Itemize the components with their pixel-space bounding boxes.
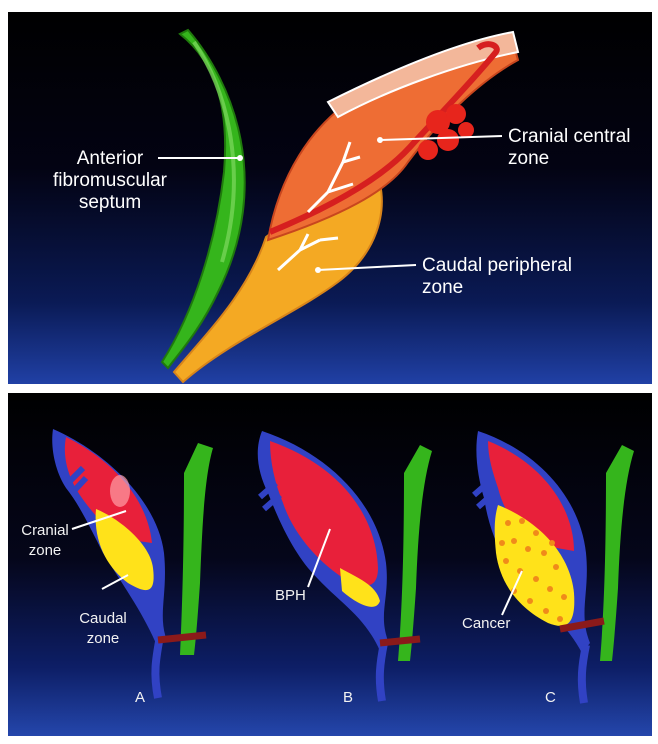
urethra-b [380, 643, 384, 701]
diagram-c [474, 431, 634, 703]
urethra-a [155, 636, 160, 698]
sphincter-a [158, 635, 206, 640]
septum-b [398, 445, 432, 661]
sphincter-b [380, 639, 420, 643]
label-cranial-zone: Cranial zone [14, 521, 76, 561]
panel-letter-a: A [135, 688, 145, 708]
label-cranial-central-zone: Cranial central zone [508, 126, 631, 170]
diagram-b [258, 431, 432, 701]
bottom-panel: Cranial zone Caudal zone BPH Cancer A B … [8, 393, 652, 736]
diagram-a [52, 429, 213, 698]
label-cancer: Cancer [462, 614, 510, 634]
septum-a [180, 443, 213, 655]
label-bph: BPH [275, 586, 306, 606]
urethra-c [582, 645, 586, 703]
label-anterior-septum: Anterior fibromuscular septum [50, 148, 170, 214]
septum-c [600, 445, 634, 661]
panel-letter-b: B [343, 688, 353, 708]
panel-letter-c: C [545, 688, 556, 708]
label-caudal-peripheral-zone: Caudal peripheral zone [422, 255, 572, 299]
bottom-illustration [8, 393, 652, 736]
top-panel: Anterior fibromuscular septum Cranial ce… [8, 12, 652, 384]
label-caudal-zone: Caudal zone [68, 609, 138, 649]
cranial-highlight-a [110, 475, 130, 507]
